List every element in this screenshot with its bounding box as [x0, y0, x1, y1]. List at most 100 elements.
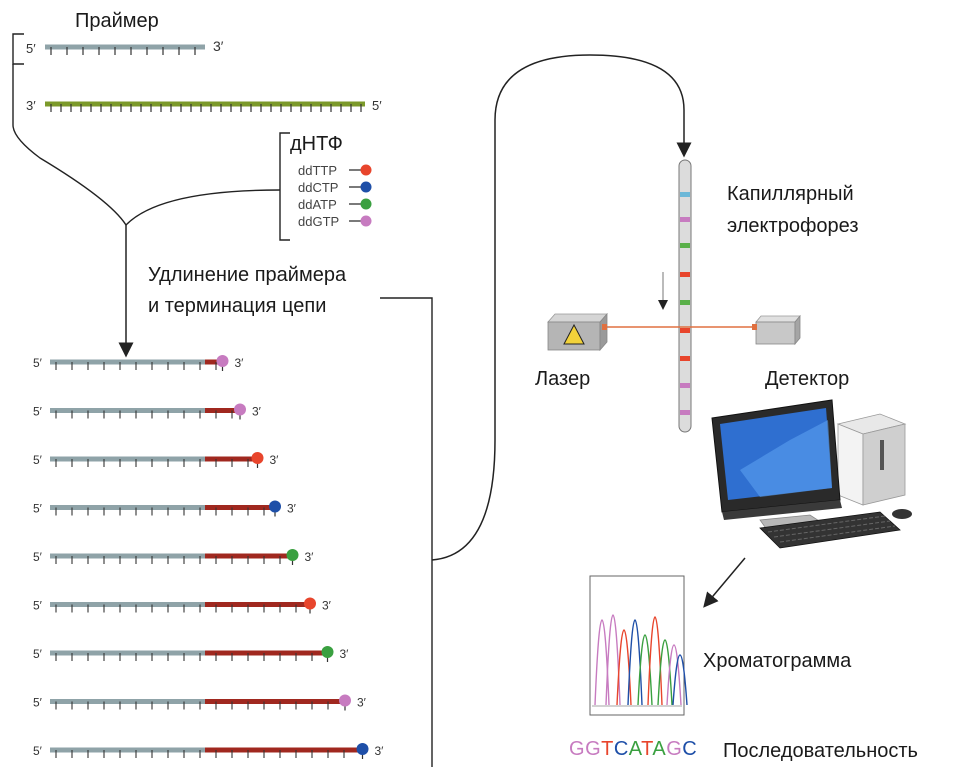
- fragment-terminator-ball: [234, 403, 246, 416]
- keyboard-keys: [779, 525, 896, 543]
- fragment-five-prime: 5′: [33, 405, 43, 419]
- capillary-body: [678, 159, 692, 433]
- fragment-five-prime: 5′: [33, 744, 43, 758]
- fragment-terminator-ball: [251, 452, 264, 464]
- chromatogram-frame: [589, 575, 685, 716]
- fragments-bracket-line: [380, 297, 433, 767]
- capillary-tube: [678, 159, 692, 433]
- sequence-letter: G: [585, 738, 602, 760]
- fragment-three-prime: 3′: [375, 744, 385, 758]
- primer-three-prime: 3′: [213, 38, 224, 54]
- capillary-label-line1: Капиллярный: [727, 183, 854, 205]
- capillary-label-line2: электрофорез: [727, 215, 859, 237]
- primer-strand: [45, 44, 205, 55]
- primer-label: Праймер: [75, 10, 159, 32]
- nucleotide-label-ddatp: ddATP: [298, 197, 337, 212]
- fragment-five-prime: 5′: [33, 550, 43, 564]
- detector-device: [752, 314, 801, 346]
- template-strand: [45, 101, 365, 112]
- extension-label-line1: Удлинение праймера: [148, 264, 347, 286]
- keyboard-keys: [767, 515, 886, 533]
- fragment-5: 5′ 3′: [33, 549, 314, 565]
- extension-label-line2: и терминация цепи: [148, 295, 327, 317]
- capillary-band: [680, 300, 690, 305]
- fragment-three-prime: 3′: [357, 696, 367, 710]
- laser-side: [599, 312, 608, 352]
- laser-top: [547, 313, 608, 323]
- nucleotide-label-ddttp: ddTTP: [298, 163, 338, 178]
- fragment-1: 5′3′: [33, 355, 244, 371]
- sequence-letter: G: [666, 738, 683, 760]
- laser-aperture: [602, 324, 607, 330]
- fragment-five-prime: 5′: [33, 502, 43, 516]
- template-three-prime: 3′: [26, 98, 36, 113]
- sequence-letters: GGTCATAGC: [569, 738, 697, 761]
- dntp-label: дНТФ: [290, 133, 343, 155]
- fragment-five-prime: 5′: [33, 599, 43, 613]
- fragment-9: 5′ 3′: [33, 743, 384, 759]
- fragment-6: 5′ 3′: [33, 597, 332, 614]
- fragment-4: 5′ 3′: [33, 500, 297, 517]
- detector-top: [755, 315, 801, 323]
- nucleotide-label-ddgtp: ddGTP: [298, 214, 340, 229]
- chromatogram-label: Хроматограмма: [703, 650, 852, 672]
- fragment-three-prime: 3′: [305, 550, 315, 564]
- capillary-band: [680, 243, 690, 248]
- mouse: [892, 509, 912, 519]
- tower-front: [837, 423, 864, 506]
- fragment-five-prime: 5′: [33, 453, 43, 467]
- fragment-terminator-ball: [269, 500, 281, 513]
- primer-to-reaction-line: [12, 64, 127, 226]
- laser-device: [547, 312, 608, 352]
- fragment-terminator-ball: [339, 694, 351, 707]
- computer: [711, 399, 912, 549]
- fragment-three-prime: 3′: [287, 502, 297, 516]
- fragment-terminator-ball: [286, 549, 299, 561]
- to-capillary-arrow: [431, 54, 692, 561]
- fragment-three-prime: 3′: [322, 599, 332, 613]
- chromatogram-peak: [672, 654, 688, 706]
- sequence-letter: A: [628, 738, 642, 760]
- nucleotide-ball-ddttp: [360, 164, 372, 176]
- keyboard-keys: [773, 520, 891, 538]
- chromatogram-peak: [657, 639, 673, 706]
- capillary-band: [680, 272, 690, 277]
- monitor-screen-glare: [740, 420, 832, 497]
- keyboard: [759, 511, 901, 549]
- capillary-band: [680, 383, 690, 388]
- sequence-letter: C: [613, 738, 629, 760]
- fragment-3: 5′3′: [33, 452, 279, 468]
- dntp-to-reaction-line: [125, 189, 281, 226]
- sequence-letter: A: [652, 738, 667, 760]
- sequence-letter: T: [601, 738, 614, 760]
- fragment-terminator-ball: [356, 743, 369, 755]
- capillary-band: [680, 217, 690, 222]
- chromatogram-peak: [605, 614, 621, 706]
- fragment-terminator-ball: [321, 646, 334, 658]
- fragment-terminator-ball: [304, 597, 316, 610]
- capillary-band: [680, 356, 690, 361]
- fragment-five-prime: 5′: [33, 647, 43, 661]
- dntp-bracket: [279, 132, 290, 241]
- sequence-label: Последовательность: [723, 740, 918, 762]
- nucleotide-label-ddctp: ddCTP: [298, 180, 339, 195]
- detector-aperture: [752, 324, 757, 330]
- computer-to-chromatogram-arrow: [703, 557, 746, 608]
- fragment-terminator-ball: [216, 355, 229, 367]
- sequence-letter: G: [569, 738, 586, 760]
- fragment-three-prime: 3′: [252, 405, 262, 419]
- tower-drive: [880, 440, 884, 470]
- laser-warning-sign: [563, 323, 585, 345]
- detector-front: [755, 321, 796, 345]
- chromatogram-peak: [666, 644, 682, 706]
- fragment-8: 5′3′: [33, 694, 367, 711]
- detector-side: [794, 314, 801, 346]
- chromatogram-peak: [637, 634, 653, 706]
- capillary-band: [680, 410, 690, 415]
- primer-bracket: [12, 33, 24, 65]
- laser-label: Лазер: [535, 368, 591, 390]
- nucleotide-ball-ddctp: [360, 181, 372, 193]
- sequence-letter: T: [641, 738, 653, 760]
